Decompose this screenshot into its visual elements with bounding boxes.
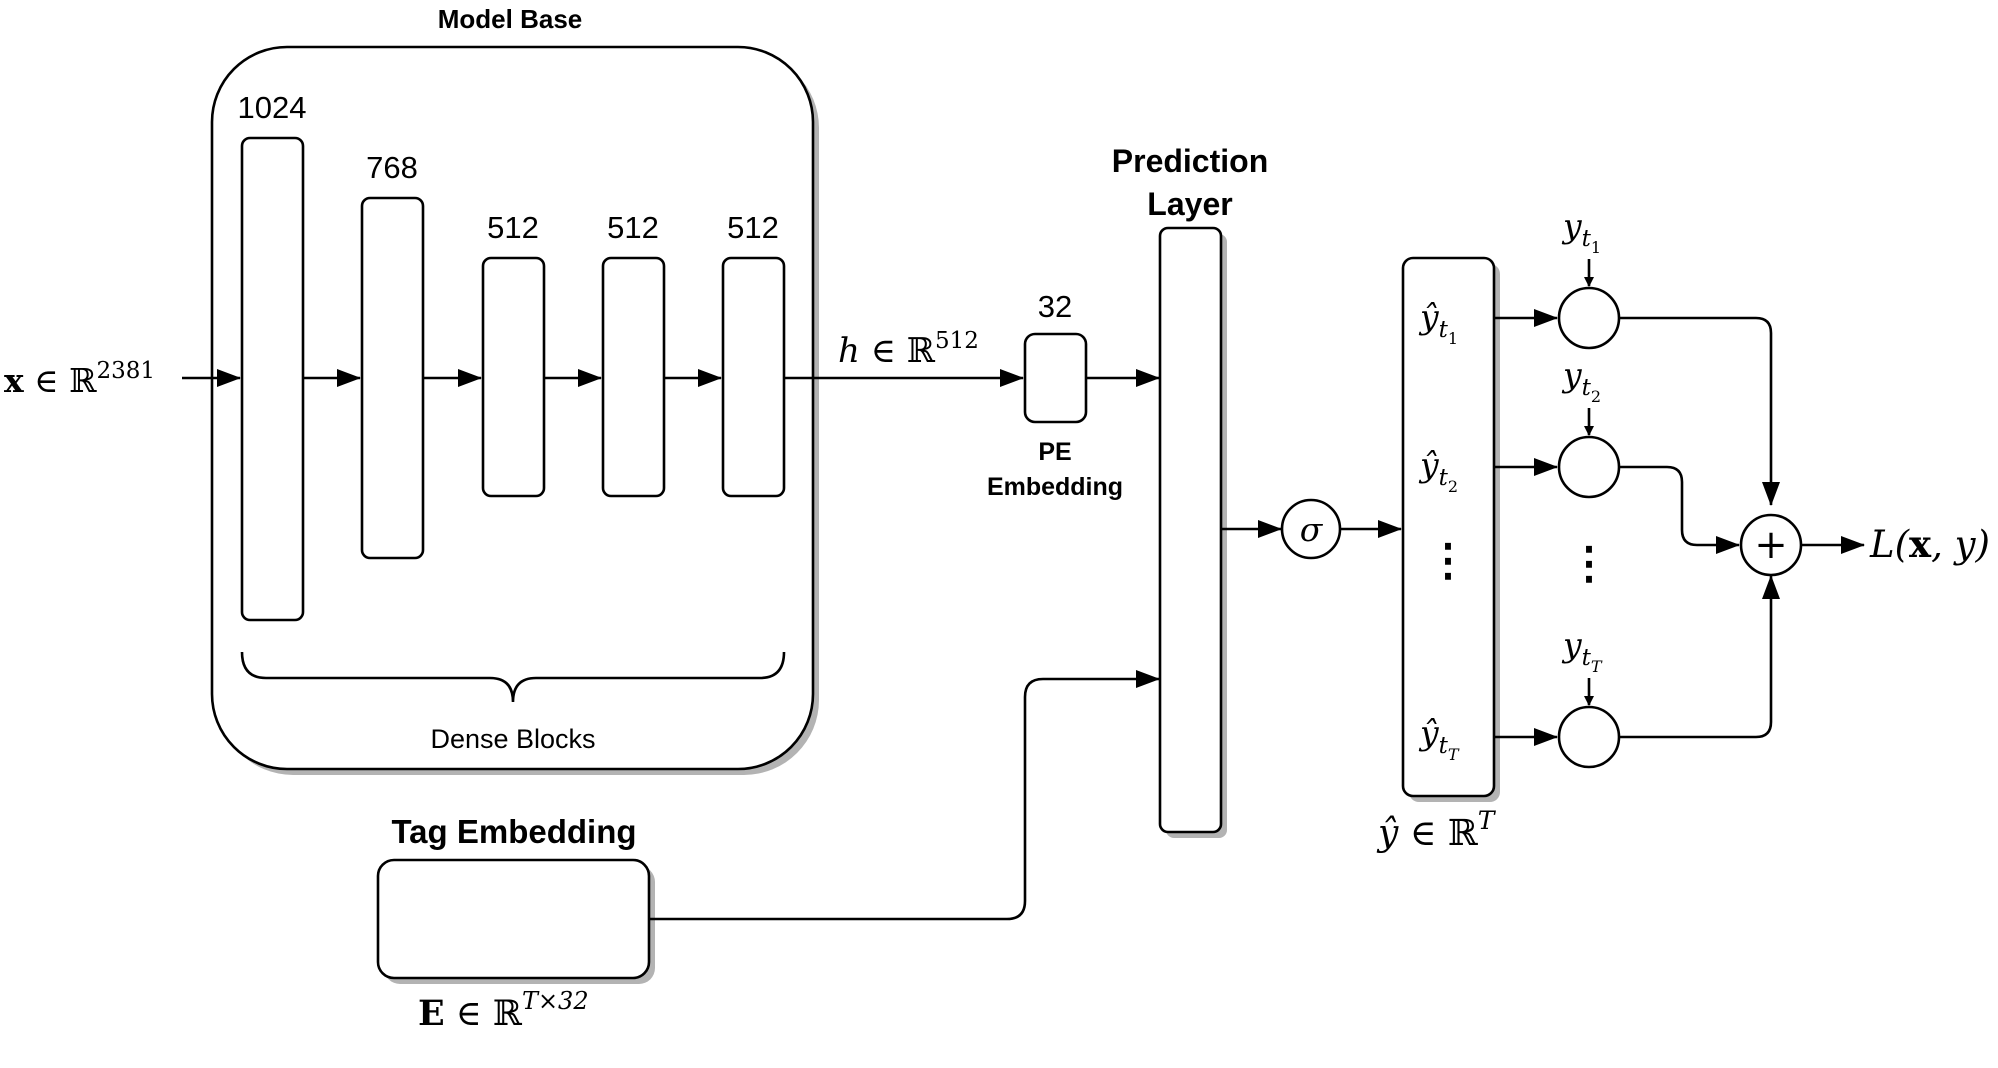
output-vector-block: [1401, 256, 1496, 798]
loss-fn: L(: [1869, 523, 1911, 566]
input-dim: 2381: [97, 358, 156, 384]
layer-size-2: 768: [366, 150, 418, 185]
tag-embedding-label: E ∈ ℝT×32: [418, 987, 589, 1034]
pe-label-line2: Embedding: [987, 473, 1123, 501]
y-label-2: yt2: [1561, 355, 1601, 406]
yhat-label-1: ŷt1: [1418, 297, 1458, 348]
yhat-label-2: ŷt2: [1418, 445, 1458, 496]
input-var: x: [4, 361, 24, 400]
arrow-tag-to-prediction: [649, 670, 1160, 921]
sigmoid-symbol: σ: [1300, 510, 1324, 549]
sum-symbol: +: [1754, 522, 1788, 568]
loss-label: L(x, y): [1869, 522, 1990, 566]
tag-embedding-dim: T×32: [522, 987, 589, 1015]
dense-blocks-label: Dense Blocks: [430, 724, 595, 754]
yhat-ellipsis: ⋮: [1426, 535, 1470, 586]
tag-embedding-var: E: [418, 993, 445, 1034]
input-label: x ∈ ℝ2381: [4, 358, 155, 400]
layer-size-1: 1024: [238, 90, 307, 125]
dense-layer-2: [360, 196, 425, 560]
output-vector-rel: ∈ ℝ: [1398, 813, 1479, 854]
layer-size-5: 512: [727, 210, 779, 245]
pe-embedding-block: [1023, 332, 1088, 424]
output-vector-label: ŷ ∈ ℝT: [1376, 806, 1497, 854]
hidden-label: h ∈ ℝ512: [838, 328, 979, 371]
loss-rest: , y): [1931, 523, 1990, 566]
connector-nodeT-to-sum: [1619, 575, 1780, 739]
y-label-T: ytT: [1561, 625, 1603, 676]
output-vector-var: ŷ: [1376, 813, 1399, 854]
prediction-layer-title-line2: Layer: [1147, 186, 1232, 222]
loss-node-1: [1557, 286, 1621, 350]
input-rel: ∈ ℝ: [24, 361, 97, 400]
connector-node1-to-sum: [1619, 316, 1780, 506]
loss-node-T: [1557, 705, 1621, 769]
hidden-dim: 512: [935, 328, 979, 354]
layer-size-4: 512: [607, 210, 659, 245]
dense-layer-1: [240, 136, 305, 622]
y-label-1: yt1: [1561, 206, 1601, 257]
dense-layer-5: [721, 256, 786, 498]
loss-x: x: [1909, 522, 1932, 566]
dense-layers: 1024 768 512 512 512: [238, 90, 786, 622]
dense-layer-3: [481, 256, 546, 498]
layer-size-3: 512: [487, 210, 539, 245]
loss-node-2: [1557, 435, 1621, 499]
yhat-label-T: ŷtT: [1418, 713, 1460, 764]
model-base-title: Model Base: [438, 4, 583, 34]
hidden-rel: ∈ ℝ: [860, 331, 936, 371]
hidden-var: h: [838, 331, 860, 371]
output-vector-dim: T: [1478, 806, 1497, 835]
y-ellipsis: ⋮: [1567, 538, 1611, 589]
pe-label-line1: PE: [1038, 438, 1071, 466]
prediction-layer-block: [1158, 226, 1223, 834]
connector-node2-to-sum: [1619, 465, 1740, 554]
tag-embedding-block: [376, 858, 651, 980]
pe-size: 32: [1038, 289, 1072, 324]
tag-embedding-rel: ∈ ℝ: [445, 994, 523, 1034]
tag-embedding-title: Tag Embedding: [391, 813, 636, 850]
prediction-layer-title-line1: Prediction: [1112, 143, 1268, 179]
dense-blocks-brace: [240, 651, 786, 703]
dense-layer-4: [601, 256, 666, 498]
